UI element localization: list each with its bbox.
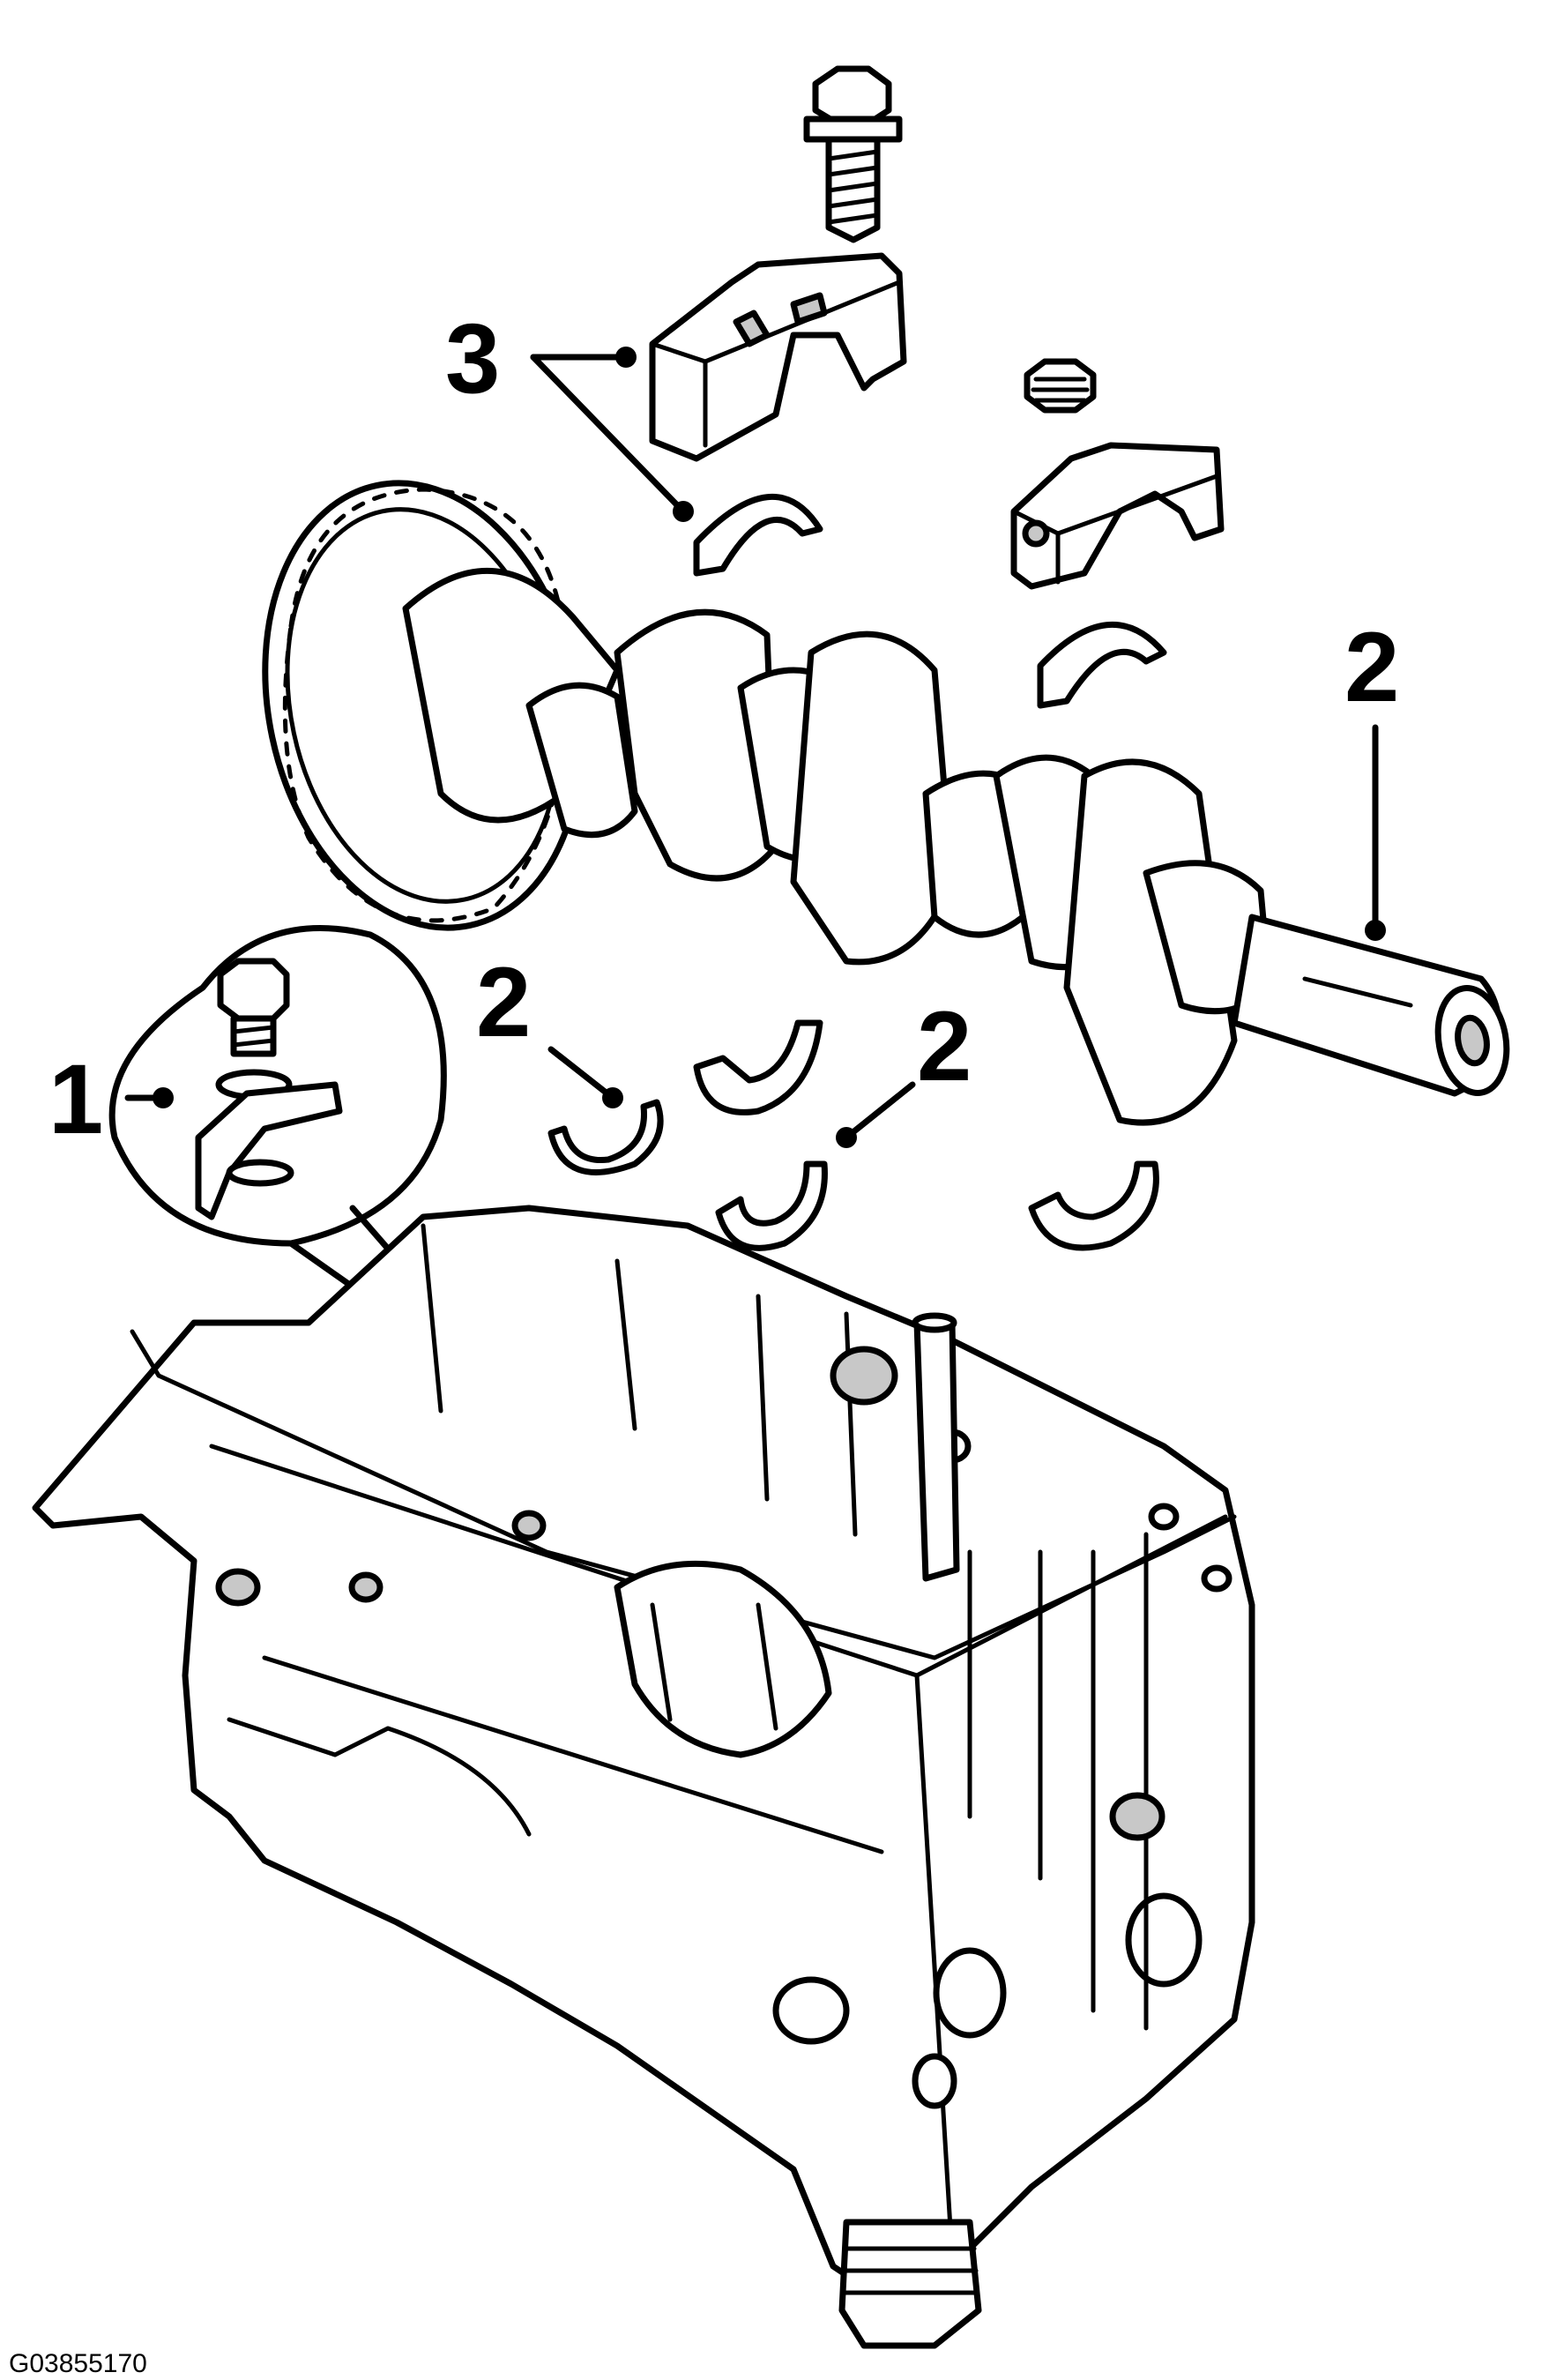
thrust-washer-left (547, 1099, 664, 1175)
callout-label-1: 1 (48, 1044, 103, 1154)
callout-label-3: 3 (445, 303, 500, 414)
leader-lines (124, 354, 1379, 1141)
cylinder-block (32, 1205, 1255, 2296)
crankshaft (262, 480, 1510, 1126)
callout-dot-3b (673, 501, 694, 522)
connecting-rod-nut (1024, 358, 1097, 414)
callout-labels: 3 2 2 2 1 (48, 303, 1399, 1154)
callout-label-2-middle: 2 (917, 991, 972, 1101)
callout-dots (153, 347, 1386, 1148)
callout-dot-2-right (1365, 920, 1386, 941)
thrust-washer-middle (715, 1160, 828, 1251)
main-bearing-cap-left (649, 252, 907, 462)
callout-dot-2-middle (836, 1127, 857, 1148)
bearing-shell-upper-right (1037, 621, 1167, 709)
bearing-shell-upper-left (693, 493, 823, 577)
bearing-shell-lower-left (693, 1019, 823, 1115)
oil-jet-assembly (195, 958, 343, 1220)
callout-label-2-left: 2 (476, 947, 531, 1057)
oil-filter-adapter (838, 2219, 982, 2349)
callout-dot-2-left (602, 1087, 623, 1108)
figure-identifier: G03855170 (9, 2349, 147, 2378)
callout-dot-3a (615, 347, 637, 368)
callout-dot-1 (153, 1087, 174, 1108)
dipstick-tube (912, 1312, 960, 1582)
callout-label-2-right: 2 (1344, 612, 1399, 722)
bearing-shell-lower-right (1028, 1160, 1159, 1251)
main-bearing-cap-bolt (803, 65, 903, 243)
connecting-rod-cap (1010, 442, 1225, 590)
